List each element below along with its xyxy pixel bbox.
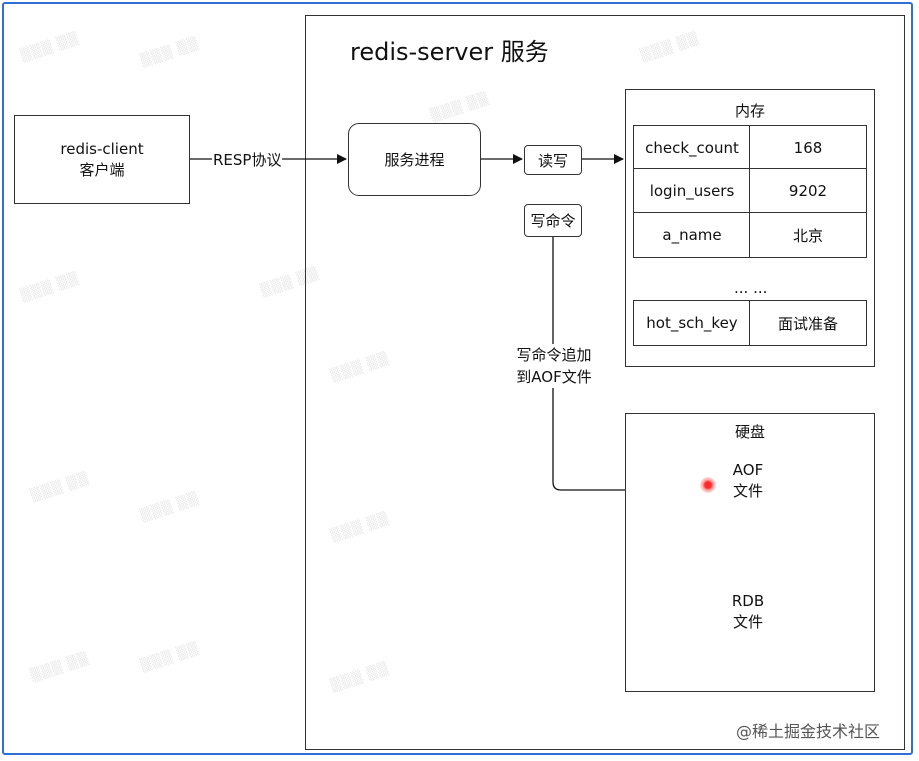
memory-key-cell: a_name (633, 212, 751, 258)
disk-title: 硬盘 (734, 423, 765, 441)
memory-ellipsis: ... ... (734, 279, 768, 297)
memory-value: 面试准备 (777, 314, 838, 333)
memory-value-cell: 面试准备 (749, 300, 867, 346)
writecmd-to-aof-arrow (552, 237, 682, 495)
memory-key-cell: login_users (633, 168, 751, 214)
memory-value-cell: 北京 (749, 212, 867, 258)
memory-value-cell: 9202 (749, 168, 867, 214)
rdb-file-name: RDB (731, 592, 765, 610)
footer-watermark: @稀土掘金技术社区 (736, 718, 881, 742)
memory-key: check_count (645, 138, 739, 157)
rdb-file-subtitle: 文件 (732, 613, 763, 631)
service-process-box: 服务进程 (348, 123, 481, 196)
aof-file-subtitle: 文件 (732, 482, 763, 500)
service-process-label: 服务进程 (384, 151, 445, 169)
memory-value-cell: 168 (749, 125, 867, 170)
memory-value: 9202 (788, 182, 828, 200)
read-write-tag: 读写 (524, 145, 582, 175)
rdb-file-label: RDB 文件 (685, 591, 811, 633)
memory-key-cell: check_count (633, 125, 751, 170)
append-aof-note: 写命令追加 到AOF文件 (506, 344, 602, 388)
write-command-tag: 写命令 (524, 204, 582, 237)
pointer-highlight (700, 477, 716, 493)
aof-file-label: AOF 文件 (685, 460, 811, 502)
resp-protocol-label: RESP协议 (212, 149, 283, 170)
append-note-line1: 写命令追加 (516, 346, 592, 364)
client-name: redis-client (60, 139, 144, 158)
server-title: redis-server 服务 (350, 38, 549, 66)
aof-file-name: AOF (732, 461, 764, 479)
memory-key: a_name (662, 226, 722, 244)
memory-key-cell: hot_sch_key (633, 300, 751, 346)
client-subtitle: 客户端 (79, 160, 125, 179)
redis-client-box: redis-client 客户端 (14, 115, 190, 204)
memory-key: login_users (649, 182, 735, 200)
disk-box (625, 413, 875, 692)
append-note-line2: 到AOF文件 (516, 368, 592, 386)
memory-key: hot_sch_key (646, 314, 738, 332)
memory-value: 168 (793, 138, 823, 157)
read-write-label: 读写 (537, 151, 568, 170)
write-command-label: 写命令 (530, 212, 576, 230)
memory-title: 内存 (734, 102, 765, 120)
memory-value: 北京 (792, 226, 823, 245)
redis-server-container (305, 15, 905, 750)
